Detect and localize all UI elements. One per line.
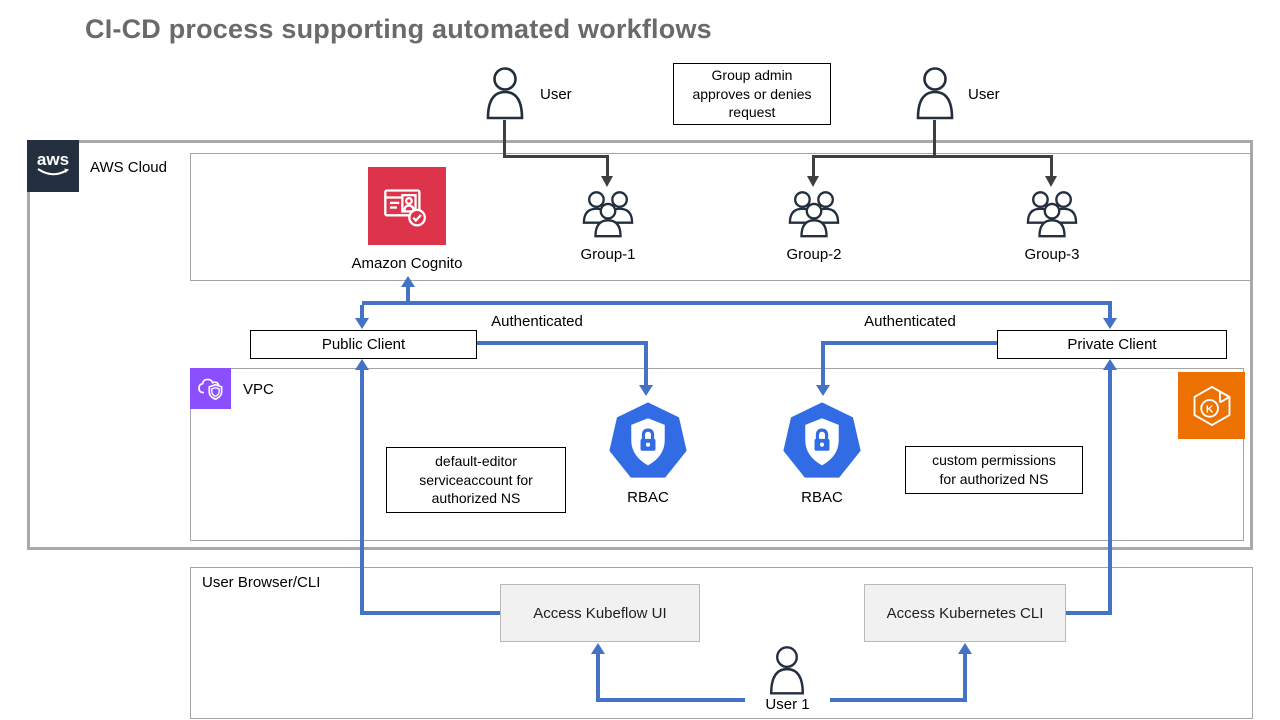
connector-kubeflow-horizontal [360,611,502,615]
connector-main-horizontal [362,301,1112,305]
connector-userright-across [813,155,1053,158]
connector-userright-drop-left [812,155,815,176]
arrowhead-kubectl [958,643,972,654]
amazon-cognito-label: Amazon Cognito [351,255,463,272]
rbac-right-icon [783,402,861,478]
arrowhead-kubeflow [591,643,605,654]
authenticated-right-label: Authenticated [864,313,956,330]
connector-user1-left-horizontal [598,698,745,702]
connector-auth-right-horizontal [823,341,997,345]
arrowhead-group3 [1045,176,1057,187]
vpc-icon [190,368,231,409]
group-1-label: Group-1 [580,246,636,263]
connector-auth-left-vertical [644,341,648,385]
group-2-label: Group-2 [786,246,842,263]
connector-user1-left-vertical [596,654,600,702]
rbac-left-icon [609,402,687,478]
group-1-icon [582,191,634,238]
group-3-icon [1026,191,1078,238]
access-kubectl-box: Access Kubernetes CLI [864,584,1066,642]
custom-permissions-note-text: custom permissions for authorized NS [932,452,1056,487]
arrowhead-group2 [807,176,819,187]
identity-section-box [190,153,1253,281]
aws-smile-icon [37,168,69,176]
connector-auth-left-horizontal [475,341,648,345]
arrowhead-private-client [1103,318,1117,329]
connector-user1-right-vertical [963,654,967,702]
access-kubeflow-label: Access Kubeflow UI [533,604,667,622]
arrowhead-private-bottom [1103,359,1117,370]
connector-user1-right-horizontal [830,698,967,702]
group-admin-note-text: Group admin approves or denies request [692,66,812,121]
user-bottom-icon [770,646,804,695]
arrowhead-public-bottom [355,359,369,370]
vpc-label: VPC [243,381,274,398]
default-editor-note-text: default-editor serviceaccount for author… [419,452,533,507]
connector-userleft-drop [606,155,609,176]
connector-userright-down [933,120,936,158]
user-browser-container [190,567,1253,719]
connector-userleft-across [503,155,609,158]
rbac-left-label: RBAC [627,489,669,506]
aws-cloud-container [27,140,1253,550]
public-client-box: Public Client [250,330,477,359]
private-client-box: Private Client [997,330,1227,359]
arrowhead-rbac-right [816,385,830,396]
page-title: CI-CD process supporting automated workf… [85,14,712,44]
access-kubectl-label: Access Kubernetes CLI [886,604,1044,622]
amazon-cognito-icon [368,167,446,245]
user-left-label: User [540,86,572,103]
private-client-label: Private Client [1067,336,1157,353]
arrowhead-group1 [601,176,613,187]
access-kubeflow-box: Access Kubeflow UI [500,584,700,642]
group-admin-note: Group admin approves or denies request [673,63,831,125]
connector-to-cognito [406,287,410,303]
public-client-label: Public Client [321,336,406,353]
eks-letter: K [1205,404,1213,415]
aws-logo-text: aws [36,150,70,169]
authenticated-left-label: Authenticated [491,313,583,330]
user-browser-label: User Browser/CLI [202,574,321,591]
connector-userright-drop-right [1050,155,1053,176]
connector-drop-public [360,305,364,318]
connector-kubeflow-up [360,370,364,615]
arrowhead-public-client [355,318,369,329]
connector-kubectl-horizontal [1063,611,1112,615]
custom-permissions-note: custom permissions for authorized NS [905,446,1083,494]
vpc-container [190,368,1244,541]
user-left-icon [486,67,524,120]
group-3-label: Group-3 [1024,246,1080,263]
aws-cloud-label: AWS Cloud [90,159,167,176]
user-right-icon [916,67,954,120]
default-editor-note: default-editor serviceaccount for author… [386,447,566,513]
group-2-icon [788,191,840,238]
arrowhead-cognito [401,276,415,287]
arrowhead-rbac-left [639,385,653,396]
rbac-right-label: RBAC [801,489,843,506]
user-bottom-label: User 1 [745,696,830,713]
eks-icon: K [1178,372,1245,439]
connector-userleft-down [503,120,506,158]
connector-auth-right-vertical [821,341,825,385]
connector-drop-private [1108,305,1112,318]
aws-logo-icon: aws [27,140,79,192]
user-right-label: User [968,86,1000,103]
connector-kubectl-up [1108,370,1112,615]
